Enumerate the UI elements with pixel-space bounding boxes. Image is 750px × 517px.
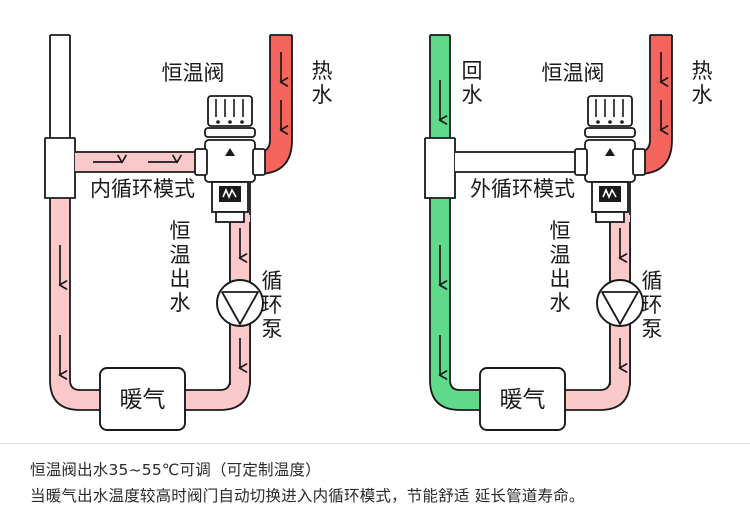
pipe-return-outer-edge [429, 198, 528, 411]
radiator-rect [479, 367, 566, 431]
circulation-pump[interactable] [596, 279, 644, 327]
svg-text:温: 温 [170, 243, 191, 267]
mode-label: 内循环模式 [90, 177, 195, 201]
pipe-crossbar-outline [75, 151, 200, 173]
mode-label: 外循环模式 [470, 177, 575, 201]
valve-cap-dot [216, 120, 220, 124]
valve-plate-glyph [222, 187, 237, 200]
thermostatic-outlet-label: 恒 温 出 水 [550, 219, 571, 315]
valve-flange-left [574, 148, 588, 176]
svg-text:回: 回 [462, 59, 483, 83]
valve-ribbed-cap-icon [207, 95, 253, 127]
pipe-crossbar-fill [455, 152, 575, 172]
svg-text:热: 热 [312, 59, 333, 83]
valve-cap-dot [228, 120, 232, 124]
valve-title-label: 恒温阀 [542, 61, 605, 85]
valve-outlet-fitting [215, 211, 245, 223]
svg-text:环: 环 [642, 293, 663, 317]
thermostatic-valve[interactable] [194, 95, 266, 223]
thermostatic-valve[interactable] [574, 95, 646, 223]
pump-body-icon [216, 279, 264, 327]
hot-water-label: 热 水 [692, 59, 713, 107]
svg-text:出: 出 [550, 267, 571, 291]
tee-body-fill [45, 138, 75, 198]
valve-cap-dot [596, 120, 600, 124]
valve-flange-left [194, 148, 208, 176]
valve-ribbed-cap-icon [587, 95, 633, 127]
svg-text:水: 水 [170, 291, 191, 315]
pump-triangle-icon [221, 291, 259, 325]
svg-text:温: 温 [550, 243, 571, 267]
svg-text:水: 水 [462, 83, 483, 107]
pump-triangle-icon [601, 291, 639, 325]
valve-title-label: 恒温阀 [162, 61, 225, 85]
valve-collar [584, 127, 636, 138]
valve-collar [204, 127, 256, 138]
hot-water-label: 热 水 [312, 59, 333, 107]
section-divider [0, 443, 750, 444]
pipe-crossbar-fill [75, 152, 195, 172]
radiator-box: 暖气 [479, 367, 566, 431]
circulation-pump[interactable] [216, 279, 264, 327]
valve-flange-right [632, 148, 646, 176]
valve-direction-triangle-icon [225, 148, 235, 156]
svg-text:恒: 恒 [170, 219, 191, 243]
pump-body-icon [596, 279, 644, 327]
svg-text:泵: 泵 [262, 317, 283, 341]
valve-cap-dot [608, 120, 612, 124]
valve-cap-ribs [215, 99, 244, 117]
svg-text:环: 环 [262, 293, 283, 317]
svg-text:水: 水 [312, 83, 333, 107]
radiator-rect [99, 367, 186, 431]
svg-text:水: 水 [692, 83, 713, 107]
radiator-box: 暖气 [99, 367, 186, 431]
diagram-external-circulation: 暖气 恒温阀 外循环模式 回 水 热 水 恒 温 出 水 循 环 [424, 34, 713, 431]
pump-label: 循 环 泵 [642, 269, 663, 341]
svg-text:水: 水 [550, 291, 571, 315]
radiator-label: 暖气 [500, 387, 546, 413]
valve-outlet-fitting [595, 211, 625, 223]
footnote-temperature-range: 恒温阀出水35~55℃可调（可定制温度） [30, 461, 321, 479]
footnote-auto-switch: 当暖气出水温度较高时阀门自动切换进入内循环模式，节能舒适 延长管道寿命。 [30, 487, 585, 505]
pipe-crossbar-outline [455, 151, 580, 173]
valve-cap-ribs [595, 99, 624, 117]
valve-body [204, 139, 256, 183]
pump-label: 循 环 泵 [262, 269, 283, 341]
diagram-internal-circulation: 暖气 恒温阀 内循环模式 热 水 恒 温 出 水 循 环 泵 [44, 34, 333, 431]
svg-text:热: 热 [692, 59, 713, 83]
svg-text:泵: 泵 [642, 317, 663, 341]
pipe-return-top-outline [429, 34, 451, 142]
valve-flange-right [252, 148, 266, 176]
valve-cap-dot [240, 120, 244, 124]
svg-text:循: 循 [642, 269, 663, 293]
tee-body-fill [425, 138, 455, 198]
radiator-label: 暖气 [120, 387, 166, 413]
svg-text:出: 出 [170, 267, 191, 291]
valve-cap-dot [620, 120, 624, 124]
svg-text:恒: 恒 [550, 219, 571, 243]
valve-direction-triangle-icon [605, 148, 615, 156]
thermostatic-outlet-label: 恒 温 出 水 [170, 219, 191, 315]
pipe-return-inner-edge [449, 198, 528, 391]
pipe-top-left-fill [50, 35, 70, 140]
svg-text:循: 循 [262, 269, 283, 293]
pipe-top-left-outline [49, 34, 71, 142]
return-water-label: 回 水 [462, 59, 483, 107]
pipe-return-loop-fill [430, 198, 528, 410]
valve-plate-glyph [602, 187, 617, 200]
valve-body [584, 139, 636, 183]
